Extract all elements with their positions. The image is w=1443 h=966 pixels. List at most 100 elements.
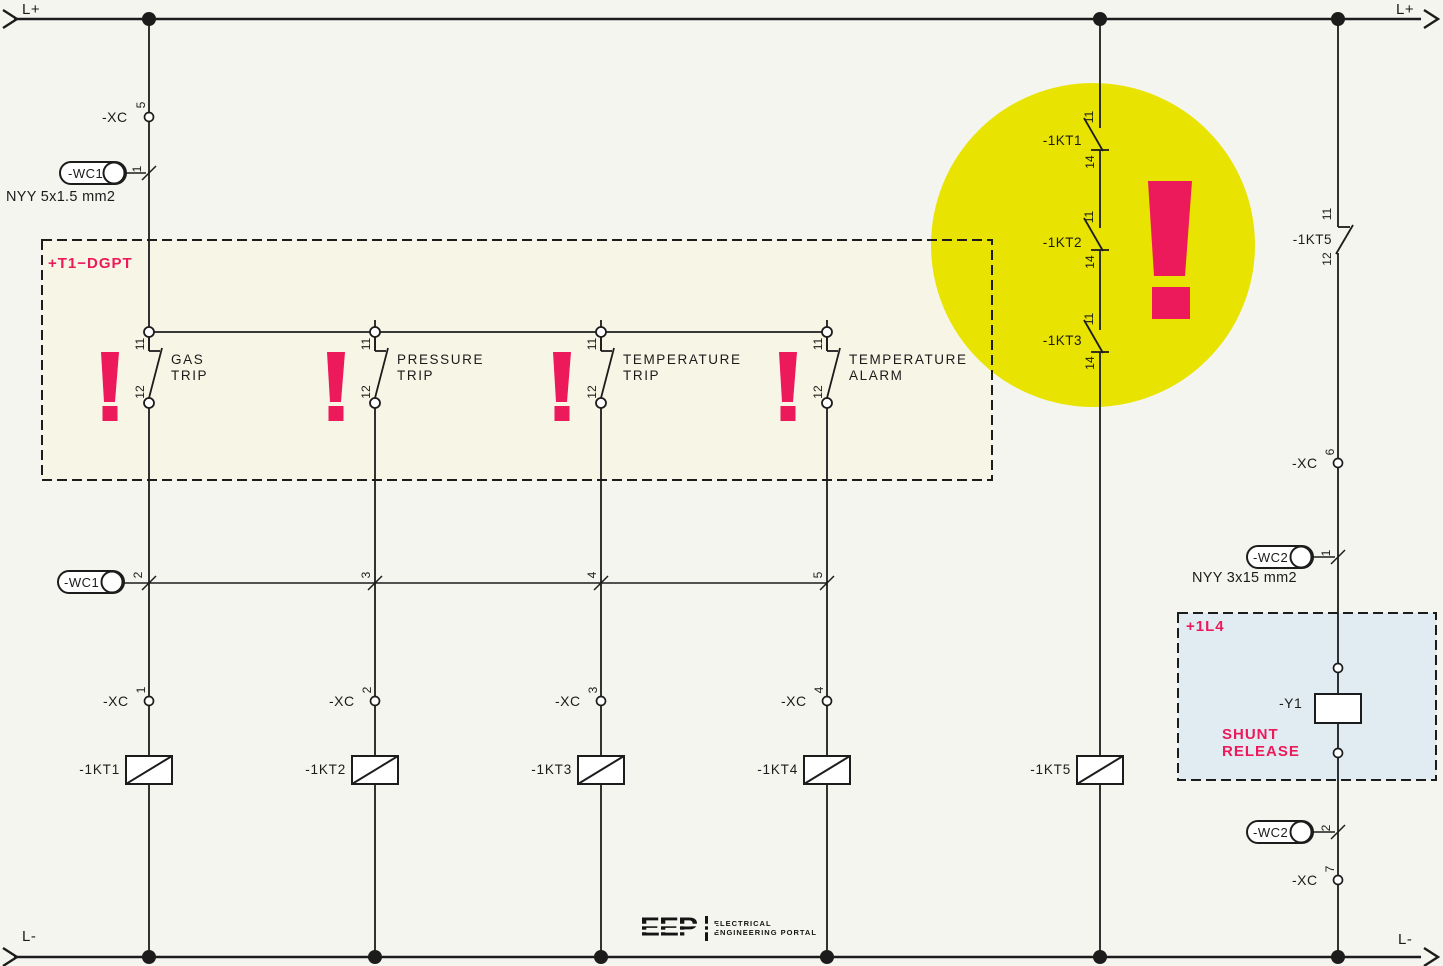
logo-stripe	[638, 929, 716, 932]
kt3-contact-label: -1KT3	[1042, 333, 1082, 348]
big-exclamation-icon	[1148, 181, 1192, 276]
cable-oval-wc1-bottom	[57, 570, 835, 594]
xc5-label: -XC	[102, 109, 128, 125]
pin-number: 11	[585, 337, 599, 351]
terminal-xc7	[1332, 874, 1344, 886]
terminal-xc4	[821, 695, 833, 707]
junction-dots	[142, 12, 1345, 964]
kt5-nc-contact	[1335, 224, 1354, 255]
xc1-number: 1	[134, 686, 148, 694]
switch-label-line1: GAS	[171, 352, 205, 367]
shunt-release-line2: RELEASE	[1222, 743, 1300, 760]
l4-box-fill	[1178, 613, 1436, 780]
cable-oval-wc2-bottom	[1246, 820, 1346, 844]
kt-no-contacts	[1083, 117, 1109, 354]
y1-coil-label: -Y1	[1279, 695, 1303, 711]
xc2-label: -XC	[329, 693, 355, 709]
warning-exclamation-icons	[101, 181, 1192, 421]
logo-line1: ELECTRICAL	[714, 918, 772, 928]
switch-label-line1: TEMPERATURE	[623, 352, 742, 367]
pin-number: 12	[811, 385, 825, 399]
exclamation-icon	[553, 352, 571, 402]
switch-label-line1: PRESSURE	[397, 352, 485, 367]
temperature-alarm-label: TEMPERATURE ALARM	[849, 352, 968, 383]
y1-bottom-terminal	[1332, 747, 1344, 759]
coil-label-1kt5: -1KT5	[1030, 762, 1071, 777]
relay-coils	[125, 693, 1362, 785]
pin-number: 12	[133, 385, 147, 399]
eep-logo-text: EEP	[640, 913, 698, 942]
rail-label-l-plus-right: L+	[1396, 1, 1415, 18]
circuit-wires	[124, 19, 1339, 957]
coil-label-1kt1: -1KT1	[79, 762, 120, 777]
pin-number: 14	[1083, 255, 1097, 269]
shunt-release-label: SHUNT RELEASE	[1222, 726, 1300, 760]
exclamation-icon	[779, 352, 797, 402]
switch-label-line2: ALARM	[849, 367, 904, 383]
wc1-core-5: 5	[811, 571, 825, 579]
coil-label-1kt3: -1KT3	[531, 762, 572, 777]
wc2-top-label: -WC2	[1253, 550, 1289, 565]
logo-stripe	[638, 923, 716, 926]
xc7-number: 7	[1323, 865, 1337, 873]
coil-label-1kt4: -1KT4	[757, 762, 798, 777]
rail-label-l-minus-right: L-	[1398, 931, 1413, 948]
contact-gas-trip	[143, 326, 163, 409]
terminal-circles	[143, 111, 1344, 886]
xc2-number: 2	[360, 686, 374, 694]
pin-number: 14	[1083, 155, 1097, 169]
logo-divider	[705, 915, 709, 941]
dgpt-box-fill	[42, 240, 992, 480]
rail-label-l-plus-left: L+	[22, 1, 41, 18]
switch-label-line2: TRIP	[623, 367, 661, 383]
contact-temperature-trip	[595, 326, 615, 409]
terminal-xc6	[1332, 457, 1344, 469]
terminal-xc2	[369, 695, 381, 707]
pin-number: 11	[1320, 207, 1334, 221]
exclamation-icon	[327, 352, 345, 402]
kt5-contact-label: -1KT5	[1292, 232, 1332, 247]
coil-1kt4	[803, 755, 851, 785]
pin-number: 12	[359, 385, 373, 399]
pressure-trip-label: PRESSURE TRIP	[397, 352, 484, 383]
dgpt-box-tag: +T1−DGPT	[48, 255, 133, 272]
wc1-bottom-label: -WC1	[64, 575, 100, 590]
l4-box-border	[1177, 612, 1437, 781]
pin-number: 11	[1082, 110, 1096, 124]
switch-label-line2: TRIP	[171, 367, 209, 383]
pin-number: 14	[1083, 356, 1097, 370]
switch-label-line1: TEMPERATURE	[849, 352, 968, 367]
xc6-number: 6	[1323, 448, 1337, 456]
wc2-bottom-label: -WC2	[1253, 825, 1289, 840]
highlight-circle	[931, 83, 1255, 407]
terminal-xc3	[595, 695, 607, 707]
coil-1kt2	[351, 755, 399, 785]
pin-number: 11	[359, 337, 373, 351]
terminal-xc5	[143, 111, 155, 123]
kt2-contact-label: -1KT2	[1042, 235, 1082, 250]
terminal-xc1	[143, 695, 155, 707]
xc3-number: 3	[586, 686, 600, 694]
wc2-core-2: 2	[1319, 824, 1333, 832]
xc3-label: -XC	[555, 693, 581, 709]
coil-1kt3	[577, 755, 625, 785]
xc6-label: -XC	[1292, 455, 1318, 471]
logo-wordmark: ELECTRICAL ENGINEERING PORTAL	[714, 919, 817, 938]
pin-number: 11	[1082, 312, 1096, 326]
wc1-core-3: 3	[359, 571, 373, 579]
eep-logo: EEP ELECTRICAL ENGINEERING PORTAL	[638, 913, 817, 942]
l4-box-tag: +1L4	[1186, 618, 1225, 635]
wc2-spec: NYY 3x15 mm2	[1192, 570, 1297, 586]
coil-y1	[1314, 693, 1362, 724]
wc1-core-1: 1	[130, 165, 144, 173]
cable-oval-wc2-top	[1246, 545, 1346, 569]
pin-number: 11	[1082, 210, 1096, 224]
coil-1kt5	[1076, 755, 1124, 785]
wc1-top-label: -WC1	[68, 166, 104, 181]
coil-1kt1	[125, 755, 173, 785]
rail-label-l-minus-left: L-	[22, 928, 37, 945]
wc1-core-2: 2	[131, 571, 145, 579]
logo-line2: ENGINEERING PORTAL	[714, 928, 817, 937]
shunt-release-line1: SHUNT	[1222, 726, 1279, 743]
